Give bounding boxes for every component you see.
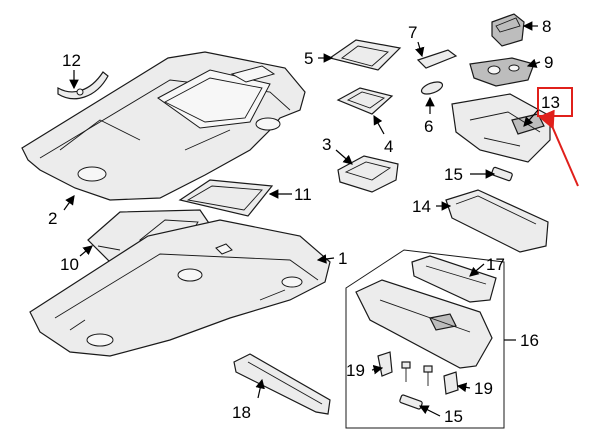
callout-5: 5 [304,49,313,68]
callout-7: 7 [408,23,417,42]
lamp-9 [469,57,535,87]
callout-11: 11 [294,185,312,204]
console-13 [451,93,551,163]
switch-8 [491,13,525,47]
callout-6: 6 [424,117,433,136]
bezel-4 [336,87,394,115]
cover-14 [445,189,549,253]
leader-lines [63,21,541,417]
highlight-13 [523,87,579,187]
trim-18 [233,353,331,415]
bulb-15-upper [491,166,513,182]
callout-13: 13 [541,93,560,112]
callout-17: 17 [486,255,505,274]
callout-16: 16 [520,331,539,350]
callout-8: 8 [542,17,551,36]
bracket-12 [57,71,109,100]
callout-19-left: 19 [346,361,365,380]
callout-12: 12 [62,51,81,70]
clip-19-right [443,371,459,395]
callout-15-upper: 15 [444,165,463,184]
callout-14: 14 [412,197,431,216]
callout-4: 4 [384,137,393,156]
callout-19-right: 19 [474,379,493,398]
callout-3: 3 [322,135,331,154]
headliner-lower [29,219,331,357]
plate-5 [328,39,402,71]
screws [401,361,433,386]
highlight-box [537,87,573,117]
callout-labels: 1 2 3 4 5 6 7 8 9 10 11 12 13 14 15 15 1… [48,17,560,426]
lens-6 [420,81,444,95]
pad-11 [178,179,274,217]
callout-10: 10 [60,255,79,274]
lens-7 [416,49,458,69]
callout-2: 2 [48,209,57,228]
lens-cover-17 [411,255,497,303]
headliner-upper [21,51,306,201]
callout-15-lower: 15 [444,407,463,426]
console-16 [355,279,493,369]
callout-9: 9 [544,53,553,72]
callout-18: 18 [232,403,251,422]
callout-1: 1 [338,249,347,268]
housing-3 [337,155,399,193]
highlight-arrow [538,109,579,187]
